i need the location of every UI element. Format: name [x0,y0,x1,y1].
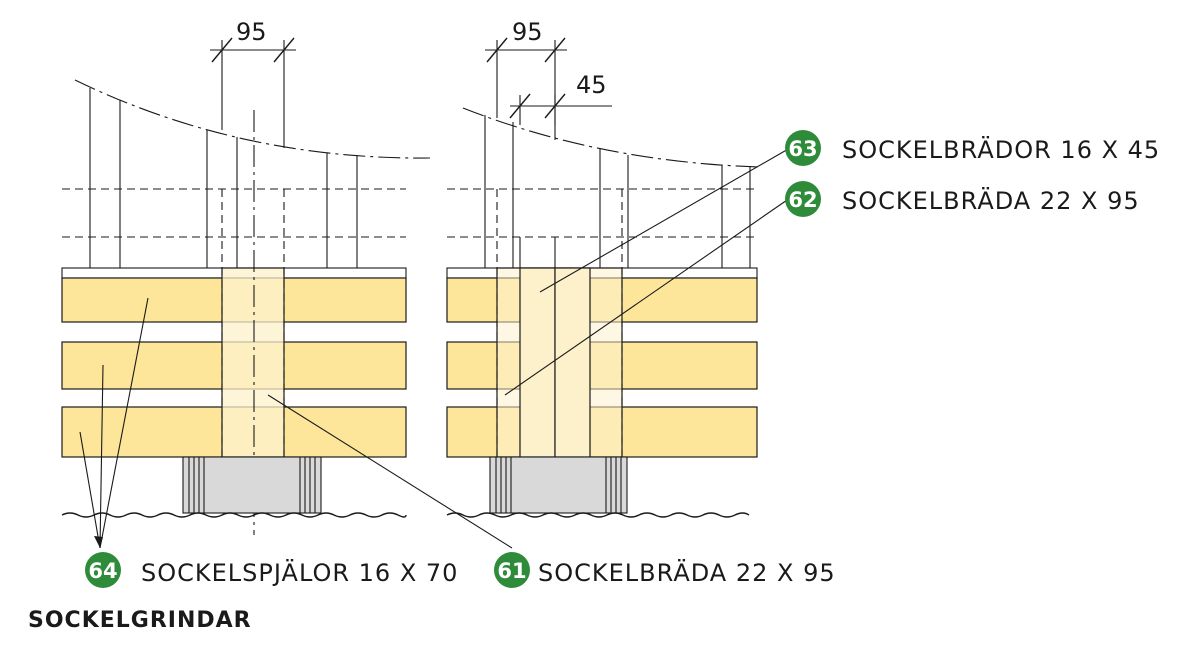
callout-64: 64 SOCKELSPJÄLOR 16 X 70 [85,552,458,588]
badge-62 [785,181,821,217]
right-dimension-45: 45 [576,71,607,99]
svg-text:61: 61 [497,559,526,583]
callout-label-64: SOCKELSPJÄLOR 16 X 70 [141,558,458,587]
callout-63: 63 SOCKELBRÄDOR 16 X 45 [785,130,1160,166]
left-dimension-95: 95 [236,18,267,46]
callout-label-62: SOCKELBRÄDA 22 X 95 [842,186,1140,215]
right-elevation: 95 45 [446,18,761,518]
badge-63 [785,130,821,166]
leader-lines [79,147,791,549]
callout-label-61: SOCKELBRÄDA 22 X 95 [538,558,836,587]
callout-62: 62 SOCKELBRÄDA 22 X 95 [785,181,1140,217]
svg-text:63: 63 [788,137,817,161]
callout-label-63: SOCKELBRÄDOR 16 X 45 [842,135,1160,164]
badge-64 [85,552,121,588]
left-elevation: 95 [61,18,431,535]
callout-61: 61 SOCKELBRÄDA 22 X 95 [494,552,836,588]
page-title: SOCKELGRINDAR [28,608,252,633]
badge-61 [494,552,530,588]
svg-text:64: 64 [88,559,117,583]
svg-text:62: 62 [788,188,817,212]
right-dimension-95: 95 [512,18,543,46]
